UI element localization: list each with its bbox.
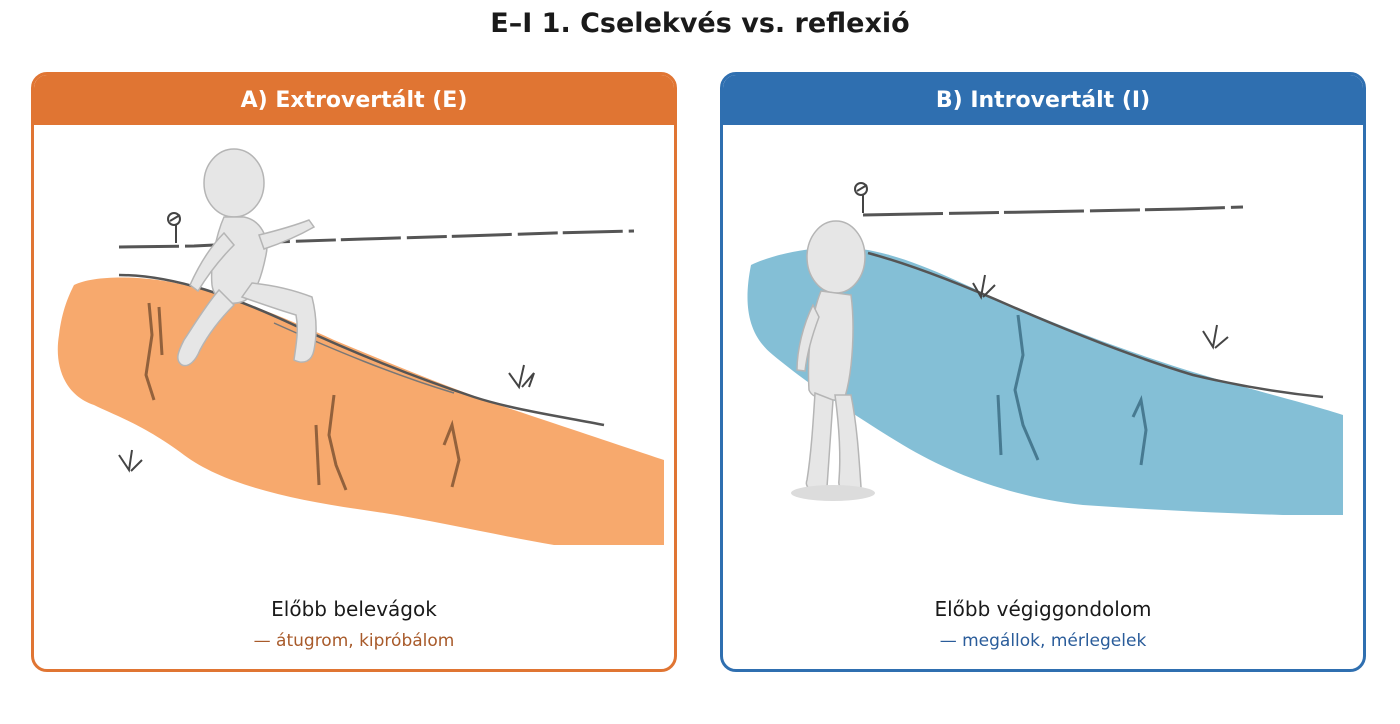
grass-icon	[972, 274, 1229, 350]
panel-introvert-header: B) Introvertált (I)	[723, 75, 1363, 125]
orange-cliff	[57, 277, 665, 545]
panel-extrovert-caption: Előbb belevágok	[271, 597, 437, 621]
panel-introvert-caption: Előbb végiggondolom	[934, 597, 1152, 621]
plant-icon	[854, 182, 868, 213]
standing-figure	[791, 220, 875, 501]
introvert-illustration	[747, 182, 1343, 515]
blue-cliff	[747, 247, 1343, 515]
panel-extrovert-header: A) Extrovertált (E)	[34, 75, 674, 125]
panel-introvert-subcaption: — megállok, mérlegelek	[939, 631, 1147, 651]
panel-introvert: B) Introvertált (I) Elő	[720, 72, 1366, 672]
plant-icon	[167, 212, 181, 243]
grass-icon	[118, 364, 535, 473]
extrovert-illustration	[57, 148, 665, 545]
panel-extrovert-subcaption: — átugrom, kipróbálom	[253, 631, 455, 651]
jumping-figure	[177, 148, 317, 367]
page-title: E–I 1. Cselekvés vs. reflexió	[490, 8, 910, 39]
panel-extrovert: A) Extrovertált (E)	[31, 72, 677, 672]
